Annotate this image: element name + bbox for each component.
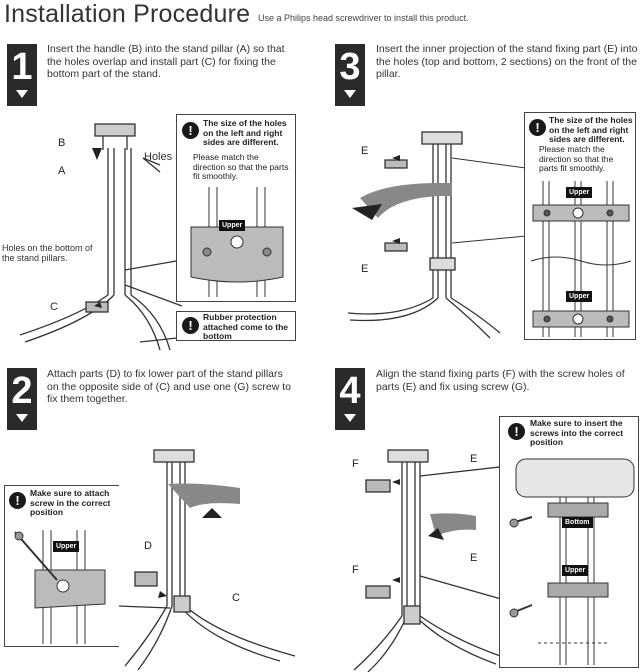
exclamation-icon: ! [182, 122, 199, 139]
label-holes: Holes [144, 151, 173, 163]
label-e-top: E [470, 453, 478, 465]
step-2-text: Attach parts (D) to fix lower part of th… [47, 368, 291, 405]
step-3-number: 3 [335, 44, 365, 106]
note-text-match: Please match the direction so that the p… [193, 152, 289, 181]
step-3-illustration [347, 131, 527, 339]
label-c: C [232, 592, 240, 604]
step-1-number: 1 [7, 44, 37, 106]
exclamation-icon: ! [9, 492, 26, 509]
label-d: D [144, 540, 152, 552]
step-4-note: ! Make sure to insert the screws into th… [499, 416, 639, 668]
tag-upper-1: Upper [566, 187, 593, 198]
label-c: C [50, 301, 58, 313]
label-bottom-holes: Holes on the bottom of the stand pillars… [2, 243, 93, 263]
note-text-sizes: The size of the holes on the left and ri… [549, 115, 633, 144]
step-4-illustration [353, 449, 527, 672]
step-1-illustration [19, 123, 206, 351]
step-4-number: 4 [335, 368, 365, 430]
step-1-text: Insert the handle (B) into the stand pil… [47, 43, 285, 80]
step-2-number: 2 [7, 368, 37, 430]
note-text-sizes: The size of the holes on the left and ri… [203, 118, 287, 147]
step-2-illustration [117, 449, 296, 671]
label-e-bottom: E [470, 552, 478, 564]
exclamation-icon: ! [529, 119, 546, 136]
note-text-match: Please match the direction so that the p… [539, 144, 614, 173]
label-e-top: E [361, 145, 369, 157]
label-e-bottom: E [361, 263, 369, 275]
tag-upper-2: Upper [566, 291, 593, 302]
step-2-note: ! Make sure to attach screw in the corre… [4, 485, 119, 647]
step-3-text: Insert the inner projection of the stand… [376, 43, 638, 80]
tag-upper: Upper [562, 565, 589, 576]
tag-bottom: Bottom [562, 517, 593, 528]
page-title: Installation Procedure [4, 0, 251, 28]
step-4-text: Align the stand fixing parts (F) with th… [376, 368, 625, 393]
exclamation-icon: ! [508, 423, 525, 440]
note-text-rubber: Rubber protection attached come to the b… [203, 312, 289, 341]
note-text-screw: Make sure to attach screw in the correct… [30, 488, 111, 517]
note-text-screws: Make sure to insert the screws into the … [530, 418, 624, 447]
page-subtitle: Use a Philips head screwdriver to instal… [258, 13, 469, 23]
label-a: A [58, 165, 66, 177]
step-1-note: ! The size of the holes on the left and … [176, 114, 296, 302]
label-b: B [58, 137, 66, 149]
label-f-top: F [352, 458, 359, 470]
exclamation-icon: ! [182, 317, 199, 334]
step-3-note: ! The size of the holes on the left and … [524, 112, 636, 340]
tag-upper: Upper [219, 220, 246, 231]
label-f-bottom: F [352, 564, 359, 576]
tag-upper: Upper [53, 541, 80, 552]
step-1-note-rubber: ! Rubber protection attached come to the… [176, 311, 296, 341]
